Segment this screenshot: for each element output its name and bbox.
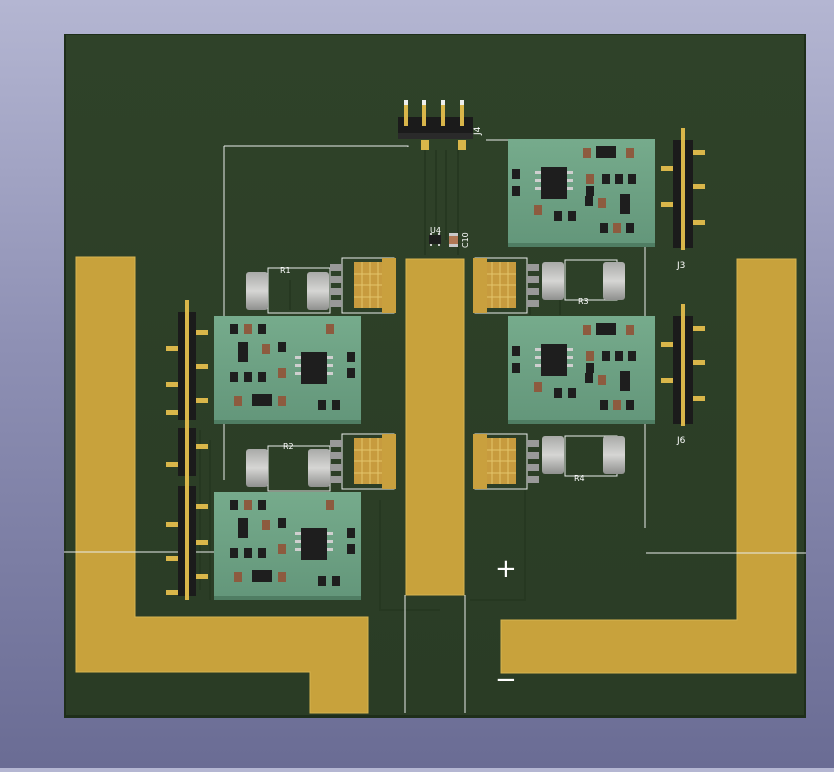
module-right-top[interactable] bbox=[508, 139, 655, 247]
center-strip-pad bbox=[405, 258, 465, 596]
connector-left-top[interactable] bbox=[166, 300, 208, 422]
minus-marking: − bbox=[495, 665, 517, 695]
j3-label: J3 bbox=[676, 261, 685, 271]
ic-u4[interactable]: U4 bbox=[429, 226, 441, 246]
resistor-r2[interactable]: R2 bbox=[246, 442, 331, 492]
resistor-r3[interactable]: R3 bbox=[542, 259, 625, 306]
connector-j4[interactable]: J4 bbox=[398, 100, 483, 150]
r4-label: R4 bbox=[574, 474, 585, 483]
mosfet-right-bottom[interactable] bbox=[473, 433, 539, 490]
mosfet-right-top[interactable] bbox=[473, 257, 539, 314]
capacitor-c10[interactable]: C10 bbox=[449, 232, 470, 248]
connector-left-middle[interactable] bbox=[166, 420, 208, 478]
connector-left-bottom[interactable] bbox=[166, 476, 208, 600]
module-left-bottom[interactable] bbox=[214, 492, 361, 600]
module-left-top[interactable] bbox=[214, 316, 361, 424]
u4-label: U4 bbox=[430, 226, 441, 235]
c10-label: C10 bbox=[461, 232, 470, 248]
left-l-pad bbox=[75, 256, 369, 714]
module-right-bottom[interactable] bbox=[508, 316, 655, 424]
copper-pour bbox=[75, 256, 797, 714]
connector-j6[interactable]: J6 bbox=[661, 304, 705, 446]
r3-label: R3 bbox=[578, 297, 589, 306]
resistor-r4[interactable]: R4 bbox=[542, 435, 625, 483]
polarity-marks: + − bbox=[495, 554, 517, 695]
r2-label: R2 bbox=[283, 442, 294, 451]
plus-marking: + bbox=[495, 554, 517, 584]
j4-label: J4 bbox=[473, 126, 483, 136]
right-l-pad bbox=[500, 258, 797, 674]
j6-label: J6 bbox=[676, 436, 686, 446]
connector-j3[interactable]: J3 bbox=[661, 128, 705, 271]
r1-label: R1 bbox=[280, 266, 291, 275]
mosfet-left-top[interactable] bbox=[330, 257, 396, 314]
mosfet-left-bottom[interactable] bbox=[330, 433, 396, 490]
